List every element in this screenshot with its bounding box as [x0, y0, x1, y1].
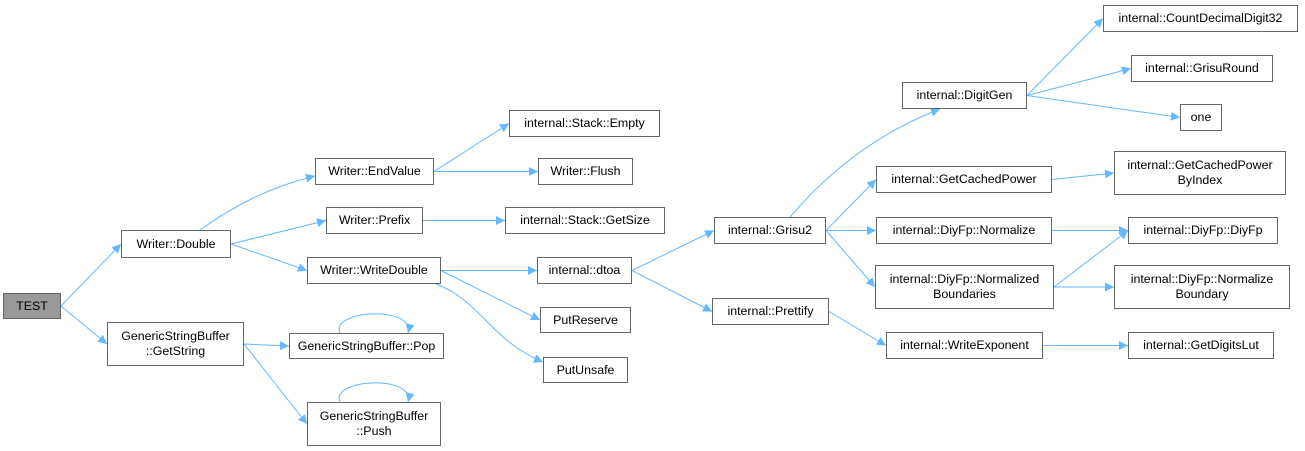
node-label: Writer::WriteDouble: [320, 263, 428, 277]
edge-gsb-getstring-to-gsb-push: [243, 343, 308, 425]
edge-writer-double-to-writer-endvalue: [199, 173, 316, 231]
node-diyfp[interactable]: internal::DiyFp::DiyFp: [1128, 217, 1278, 244]
edge-getcachedpower-to-getcachedpowerbyindex: [1051, 169, 1115, 180]
node-label: internal::DiyFp::Normalize: [892, 223, 1036, 237]
node-label: GenericStringBuffer: [319, 409, 429, 423]
node-writer-double[interactable]: Writer::Double: [121, 230, 231, 258]
node-label: one: [1190, 110, 1212, 124]
node-label: internal::GrisuRound: [1145, 61, 1259, 75]
edge-normalized-boundaries-to-diyfp: [1053, 230, 1129, 288]
node-label: internal::DigitGen: [916, 88, 1013, 102]
node-writer-endvalue[interactable]: Writer::EndValue: [315, 158, 434, 185]
node-dtoa[interactable]: internal::dtoa: [537, 257, 632, 284]
node-gsb-push[interactable]: GenericStringBuffer::Push: [307, 402, 441, 446]
node-label: ::Push: [356, 424, 392, 438]
node-label: internal::Grisu2: [727, 223, 813, 237]
edge-test-to-gsb-getstring: [60, 305, 108, 345]
edge-digitgen-to-one: [1026, 95, 1181, 121]
node-label: internal::GetCachedPower: [891, 172, 1037, 186]
edge-grisu2-to-digitgen: [789, 108, 941, 218]
node-label: internal::Prettify: [727, 304, 814, 318]
edge-grisu2-to-getcachedpower: [825, 179, 877, 231]
edge-writer-double-to-writer-writedouble: [230, 243, 308, 272]
node-putunsafe[interactable]: PutUnsafe: [543, 357, 628, 383]
edge-digitgen-to-grisuround: [1026, 66, 1132, 96]
node-gsb-getstring[interactable]: GenericStringBuffer::GetString: [107, 322, 244, 366]
node-normalize[interactable]: internal::DiyFp::Normalize: [876, 217, 1052, 244]
node-countdecimaldigit32[interactable]: internal::CountDecimalDigit32: [1103, 5, 1298, 32]
node-test: TEST: [3, 293, 61, 319]
edge-grisu2-to-normalized-boundaries: [825, 230, 876, 288]
edge-gsb-pop-to-gsb-pop: [338, 313, 415, 334]
node-getcachedpower[interactable]: internal::GetCachedPower: [876, 166, 1052, 193]
edge-prettify-to-writeexponent: [828, 311, 887, 346]
node-label: internal::Stack::Empty: [524, 116, 645, 130]
node-gsb-pop[interactable]: GenericStringBuffer::Pop: [289, 333, 444, 359]
node-label: PutReserve: [553, 312, 618, 327]
edge-writer-writedouble-to-putreserve: [440, 270, 541, 321]
node-label: internal::CountDecimalDigit32: [1118, 11, 1283, 25]
edge-digitgen-to-countdecimaldigit32: [1026, 18, 1104, 96]
node-getdigitslut[interactable]: internal::GetDigitsLut: [1128, 332, 1274, 359]
node-label: ByIndex: [1177, 173, 1223, 187]
edge-gsb-push-to-gsb-push: [338, 382, 415, 403]
node-label: internal::DiyFp::DiyFp: [1143, 223, 1263, 237]
node-label: PutUnsafe: [556, 362, 615, 377]
node-digitgen[interactable]: internal::DigitGen: [902, 82, 1027, 109]
node-label: GenericStringBuffer::Pop: [297, 338, 436, 353]
edge-writer-endvalue-to-stack-empty: [433, 123, 510, 172]
node-label: Writer::Prefix: [338, 213, 411, 227]
node-label: internal::GetDigitsLut: [1143, 338, 1259, 352]
node-label: internal::Stack::GetSize: [520, 213, 650, 227]
node-label: TEST: [16, 298, 48, 313]
edge-writer-double-to-writer-prefix: [230, 218, 327, 245]
node-grisu2[interactable]: internal::Grisu2: [714, 217, 826, 244]
node-label: internal::WriteExponent: [900, 338, 1029, 352]
edge-gsb-getstring-to-gsb-pop: [243, 341, 290, 351]
node-label: ::GetString: [145, 344, 206, 358]
edge-dtoa-to-grisu2: [631, 230, 715, 271]
node-label: GenericStringBuffer: [121, 329, 230, 343]
node-writer-prefix[interactable]: Writer::Prefix: [326, 207, 423, 234]
node-writeexponent[interactable]: internal::WriteExponent: [886, 332, 1043, 359]
node-label: Boundaries: [933, 287, 996, 301]
node-stack-empty[interactable]: internal::Stack::Empty: [509, 110, 660, 137]
node-label: Writer::EndValue: [328, 164, 421, 178]
node-grisuround[interactable]: internal::GrisuRound: [1131, 55, 1273, 82]
node-label: internal::DiyFp::Normalized: [889, 272, 1040, 286]
edge-test-to-writer-double: [60, 243, 122, 307]
node-putreserve[interactable]: PutReserve: [540, 307, 631, 333]
node-one[interactable]: one: [1180, 104, 1222, 131]
node-label: internal::GetCachedPower: [1127, 158, 1273, 172]
edge-writer-writedouble-to-putunsafe: [435, 283, 544, 363]
node-writer-writedouble[interactable]: Writer::WriteDouble: [307, 257, 441, 284]
node-label: Writer::Flush: [550, 164, 621, 178]
node-label: internal::dtoa: [548, 263, 621, 277]
node-label: Boundary: [1175, 287, 1229, 301]
node-label: Writer::Double: [136, 236, 216, 251]
node-stack-getsize[interactable]: internal::Stack::GetSize: [505, 207, 665, 234]
node-label: internal::DiyFp::Normalize: [1130, 272, 1274, 286]
node-writer-flush[interactable]: Writer::Flush: [538, 158, 633, 185]
node-prettify[interactable]: internal::Prettify: [712, 298, 829, 325]
edge-dtoa-to-prettify: [631, 270, 713, 312]
